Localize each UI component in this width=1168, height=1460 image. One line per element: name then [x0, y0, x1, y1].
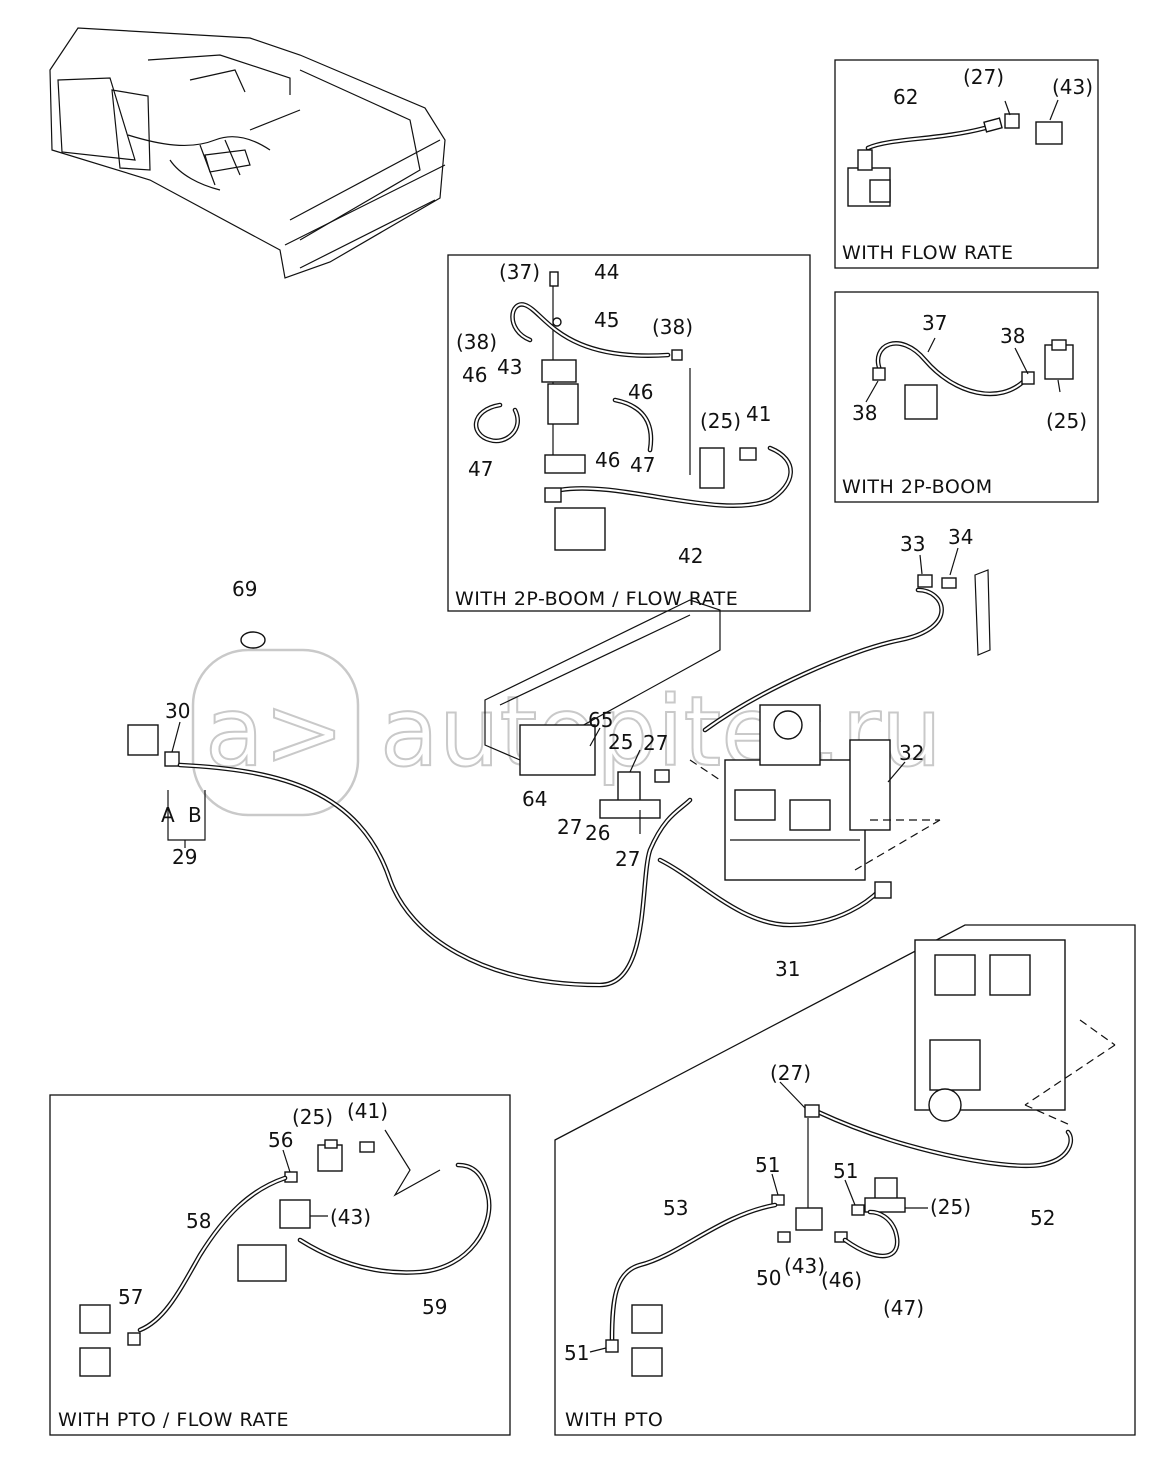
watermark-logo-text: a>: [205, 676, 344, 788]
label-41: (41): [347, 1099, 388, 1123]
label-46-right: 46: [628, 380, 653, 404]
label-34: 34: [948, 525, 973, 549]
label-51-bottom: 51: [564, 1341, 589, 1365]
label-25: (25): [930, 1195, 971, 1219]
panel-with-2p-boom-flow-rate: (37) 44 45 (38) (38) 43 46 46 46 47 47 (…: [447, 254, 811, 612]
panel-with-pto: (27) 51 51 (25) 52 53 50 (43) (46) (47) …: [554, 924, 1136, 1436]
label-58: 58: [186, 1209, 211, 1233]
label-37: 37: [922, 311, 947, 335]
panel-caption: WITH PTO: [565, 1409, 663, 1431]
panel-caption: WITH 2P-BOOM: [842, 476, 993, 498]
label-30: 30: [165, 699, 190, 723]
panel-with-flow-rate: 62 (27) (43) WITH FLOW RATE: [834, 59, 1099, 269]
label-27: (27): [963, 65, 1004, 89]
label-29: 29: [172, 845, 197, 869]
watermark-logo-frame: [191, 648, 360, 817]
label-47-left: 47: [468, 457, 493, 481]
label-52: 52: [1030, 1206, 1055, 1230]
label-46: (46): [821, 1268, 862, 1292]
label-51-right: 51: [833, 1159, 858, 1183]
label-65: 65: [588, 708, 613, 732]
excavator-overview-illustration: [49, 27, 446, 279]
label-51-top: 51: [755, 1153, 780, 1177]
panel-caption: WITH FLOW RATE: [842, 242, 1014, 264]
label-25: (25): [1046, 409, 1087, 433]
label-69: 69: [232, 577, 257, 601]
label-26: 26: [585, 821, 610, 845]
label-38-left: (38): [456, 330, 497, 354]
panel-with-2p-boom: 37 38 38 (25) WITH 2P-BOOM: [834, 291, 1099, 503]
panel-caption: WITH 2P-BOOM / FLOW RATE: [455, 588, 738, 610]
label-33: 33: [900, 532, 925, 556]
label-43: (43): [330, 1205, 371, 1229]
label-50: 50: [756, 1266, 781, 1290]
label-25: (25): [292, 1105, 333, 1129]
label-43: 43: [497, 355, 522, 379]
label-42: 42: [678, 544, 703, 568]
panel-caption: WITH PTO / FLOW RATE: [58, 1409, 289, 1431]
label-38-right: (38): [652, 315, 693, 339]
label-27-top: 27: [643, 731, 668, 755]
label-37: (37): [499, 260, 540, 284]
label-31: 31: [775, 957, 800, 981]
label-57: 57: [118, 1285, 143, 1309]
label-38-left: 38: [852, 401, 877, 425]
label-47: (47): [883, 1296, 924, 1320]
label-43: (43): [1052, 75, 1093, 99]
label-47-right: 47: [630, 453, 655, 477]
label-25: (25): [700, 409, 741, 433]
label-46-left: 46: [462, 363, 487, 387]
label-62: 62: [893, 85, 918, 109]
label-45: 45: [594, 308, 619, 332]
label-B: B: [188, 803, 202, 827]
label-64: 64: [522, 787, 547, 811]
label-53: 53: [663, 1196, 688, 1220]
main-assembly: 69 30 A B 29 65 25 27 64 27 26 27 31 32 …: [127, 525, 991, 988]
label-32: 32: [899, 741, 924, 765]
label-43: (43): [784, 1254, 825, 1278]
label-46-bottom: 46: [595, 448, 620, 472]
label-27-bottom: 27: [615, 847, 640, 871]
label-27: (27): [770, 1061, 811, 1085]
panel-with-pto-flow-rate: (25) (41) 56 (43) 58 59 57 WITH PTO / FL…: [49, 1094, 511, 1436]
label-41: 41: [746, 402, 771, 426]
label-56: 56: [268, 1128, 293, 1152]
label-59: 59: [422, 1295, 447, 1319]
label-A: A: [161, 803, 175, 827]
label-27-left: 27: [557, 815, 582, 839]
label-38-top: 38: [1000, 324, 1025, 348]
label-44: 44: [594, 260, 619, 284]
label-25: 25: [608, 730, 633, 754]
control-valve-block: [724, 704, 891, 881]
